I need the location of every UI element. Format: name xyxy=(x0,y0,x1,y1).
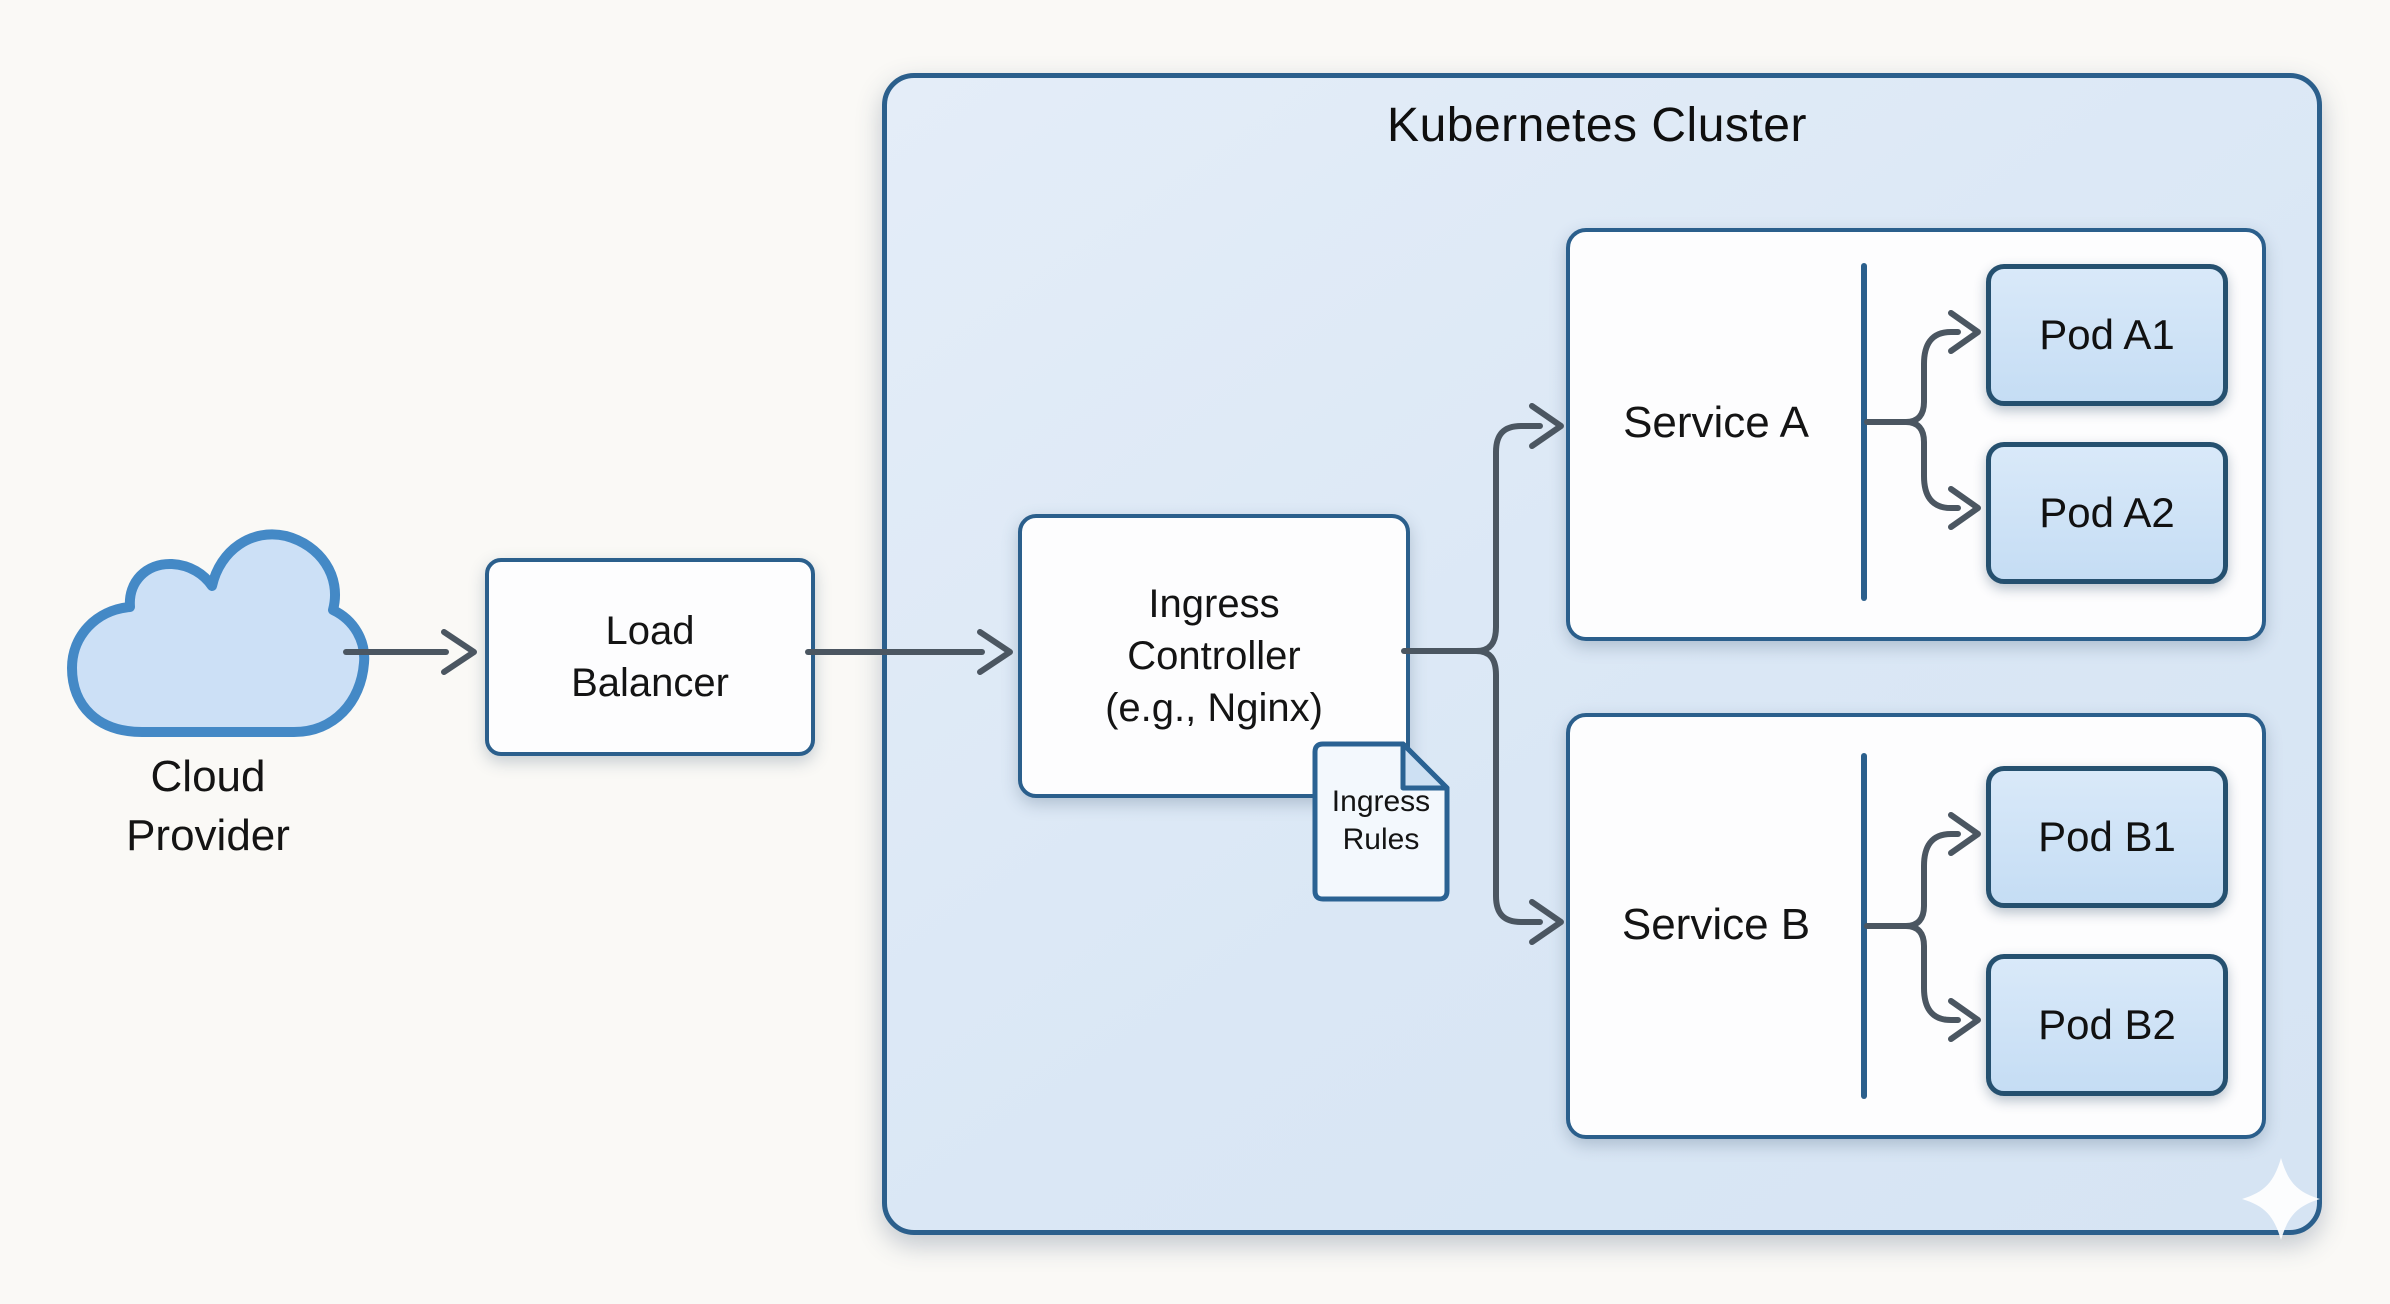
ingress-controller-label-line: Controller xyxy=(1127,634,1301,678)
ingress-controller-label-line: (e.g., Nginx) xyxy=(1105,686,1323,730)
ingress-rules-label-line: Ingress xyxy=(1331,785,1431,818)
load-balancer-label-line: Balancer xyxy=(571,661,729,705)
ingress-rules-label-line: Rules xyxy=(1342,822,1420,856)
pod-b1-label: Pod B1 xyxy=(2038,813,2176,860)
cloud-icon xyxy=(67,529,370,737)
cloud-provider-label: Cloud Provider xyxy=(58,748,358,865)
cluster-title: Kubernetes Cluster xyxy=(1387,99,1807,152)
load-balancer-node: Load Balancer xyxy=(485,558,815,756)
arrow-cloud-to-load-balancer xyxy=(343,629,477,675)
pod-a1-label: Pod A1 xyxy=(2039,311,2175,358)
cloud-provider-label-line: Provider xyxy=(126,810,290,860)
pod-b1-node: Pod B1 xyxy=(1986,766,2228,908)
pod-a2-label: Pod A2 xyxy=(2039,489,2175,536)
pod-a2-node: Pod A2 xyxy=(1986,442,2228,584)
ingress-controller-label-line: Ingress xyxy=(1148,582,1280,626)
cloud-provider-label-line: Cloud xyxy=(150,752,266,801)
ingress-controller-label: Ingress Controller (e.g., Nginx) xyxy=(1105,578,1323,734)
service-b-label: Service B xyxy=(1621,900,1811,949)
ingress-controller-node: Ingress Controller (e.g., Nginx) xyxy=(1018,514,1410,798)
load-balancer-label: Load Balancer xyxy=(571,605,729,709)
ingress-rules-label: Ingress Rules xyxy=(1315,783,1447,858)
pod-b2-label: Pod B2 xyxy=(2038,1001,2176,1048)
service-a-label: Service A xyxy=(1623,398,1809,447)
load-balancer-label-line: Load xyxy=(605,609,695,653)
pod-b2-node: Pod B2 xyxy=(1986,954,2228,1096)
pod-a1-node: Pod A1 xyxy=(1986,264,2228,406)
